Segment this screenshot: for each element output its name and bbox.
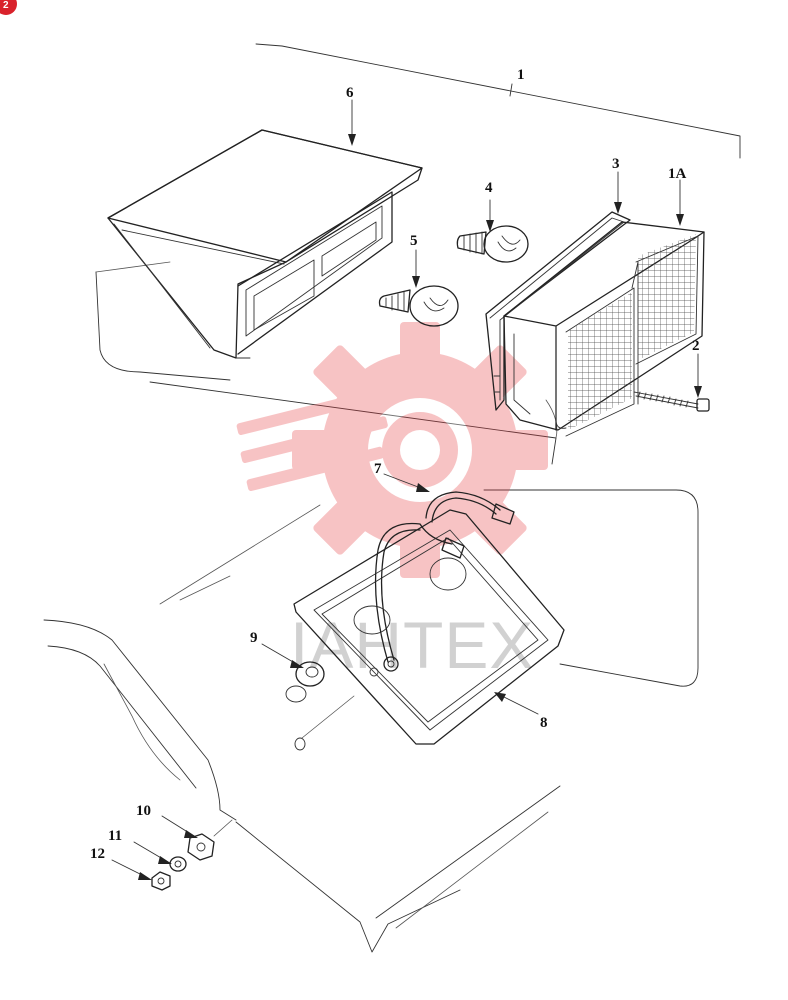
callout-10: 10 [136, 803, 151, 819]
fastener-axis-line [213, 819, 233, 837]
callout-labels: 1 6 3 1A 4 5 2 7 9 8 10 11 12 [90, 67, 700, 862]
lamp-hood-part-6 [107, 129, 423, 359]
callout-1a: 1A [668, 166, 687, 182]
callout-7: 7 [374, 461, 382, 477]
watermark-logo [236, 322, 548, 578]
callout-11: 11 [108, 828, 122, 844]
nut-part-12 [151, 871, 171, 891]
callout-9: 9 [250, 630, 258, 646]
callout-3: 3 [612, 156, 620, 172]
assembly-bracket-1 [255, 43, 741, 159]
page-badge: 2 [0, 0, 17, 15]
callout-2: 2 [692, 338, 700, 354]
bulb-part-4 [456, 225, 529, 263]
grommet-part-9 [285, 661, 355, 751]
callout-1: 1 [517, 67, 525, 83]
wire-harness-part-7 [374, 491, 515, 672]
page-badge-number: 2 [3, 0, 9, 11]
callout-12: 12 [90, 846, 105, 862]
lamp-assembly-part-1a [503, 221, 705, 437]
callout-6: 6 [346, 85, 354, 101]
leader-lines [111, 99, 702, 880]
watermark-text: IAHTEX [290, 608, 534, 682]
washer-part-11 [169, 856, 187, 872]
callout-5: 5 [410, 233, 418, 249]
callout-4: 4 [485, 180, 493, 196]
callout-8: 8 [540, 715, 548, 731]
bulb-part-5 [378, 285, 459, 327]
screw-part-2 [633, 391, 710, 412]
fender-panel [43, 619, 561, 953]
fastener-part-10 [187, 833, 215, 861]
mounting-plate-part-8 [293, 509, 565, 745]
